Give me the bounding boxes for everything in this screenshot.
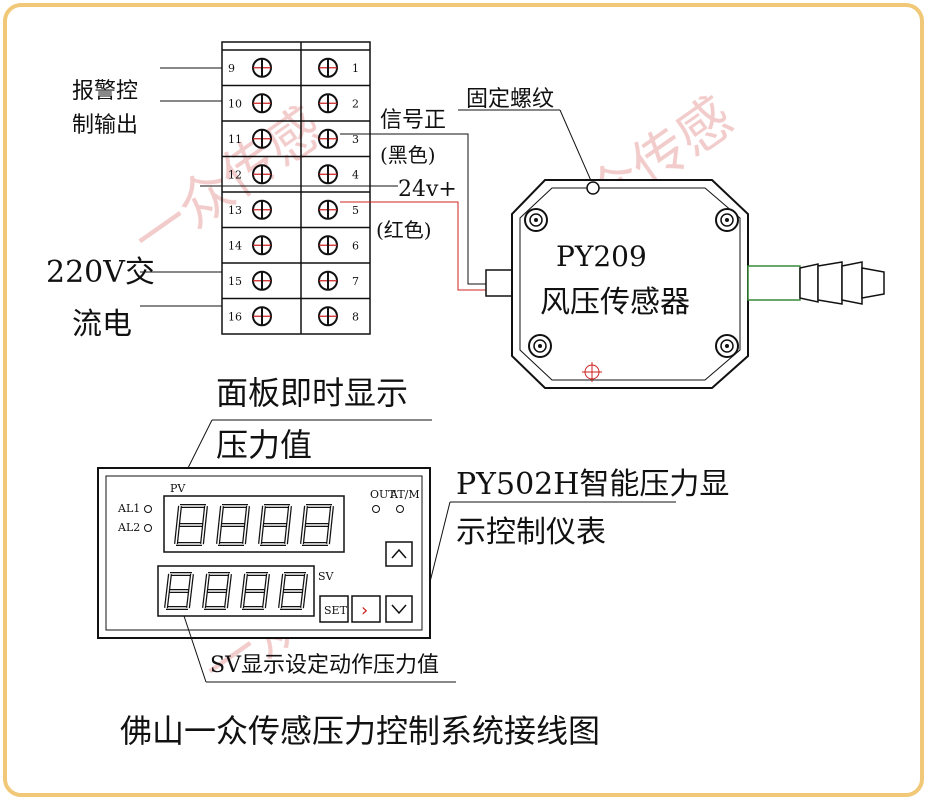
instrument-callout-leader: [427, 501, 676, 591]
terminal-number-left: 16: [228, 310, 242, 323]
set-button-label: SET: [324, 604, 348, 617]
alarm-output-label-line2: 制输出: [72, 113, 138, 138]
terminal-number-left: 14: [228, 239, 242, 252]
al2-led: [144, 524, 152, 532]
terminal-number-right: 1: [352, 62, 359, 75]
terminal-block: [221, 41, 371, 335]
signal-color-label: (黑色): [380, 143, 436, 167]
terminal-number-right: 6: [352, 239, 359, 252]
seven-segment-digit: [278, 572, 308, 610]
bolt-icon: [528, 334, 552, 358]
signal-wires: [200, 133, 486, 291]
bolt-icon: [715, 334, 739, 358]
ac-power-label-line2: 流电: [72, 307, 132, 342]
terminal-screw-icon: [318, 128, 338, 149]
down-button[interactable]: [385, 595, 413, 623]
alarm-wires: [160, 67, 222, 102]
out-led: [372, 505, 380, 513]
bolt-icon: [524, 208, 548, 232]
terminal-screw-icon: [318, 164, 338, 185]
fixing-screw-callout: 固定螺纹: [458, 87, 593, 184]
terminal-screw-icon: [252, 57, 272, 78]
signal-positive-label: 信号正: [380, 108, 446, 133]
shift-button[interactable]: ›: [351, 595, 381, 623]
atm-led: [396, 505, 404, 513]
terminal-screw-icon: [252, 164, 272, 185]
chevron-up-icon: [391, 548, 407, 559]
ac-wires: [140, 271, 222, 307]
out-label: OUT: [370, 488, 396, 501]
terminal-number-left: 10: [228, 97, 242, 110]
sv-label: SV: [318, 570, 335, 583]
pressure-sensor: [485, 179, 885, 389]
terminal-number-left: 9: [228, 62, 235, 75]
sensor-bolts: [524, 208, 739, 358]
al2-label: AL2: [117, 521, 140, 534]
sv-callout: SV显示设定动作压力值: [210, 653, 439, 678]
instrument-callout-line2: 示控制仪表: [456, 515, 606, 550]
al1-label: AL1: [117, 502, 140, 515]
diagram-caption: 佛山一众传感压力控制系统接线图: [120, 712, 600, 750]
bolt-icon: [715, 208, 739, 232]
chevron-down-icon: [391, 604, 407, 615]
seven-segment-digit: [202, 572, 232, 610]
outer-frame: [3, 3, 924, 797]
seven-segment-digit: [216, 504, 250, 546]
al1-led: [144, 505, 152, 513]
ac-power-label-line1: 220V交: [46, 255, 155, 290]
terminal-screw-icon: [318, 57, 338, 78]
seven-segment-digit: [240, 572, 270, 610]
chevron-right-icon: ›: [361, 600, 368, 621]
terminal-screw-icon: [252, 306, 272, 327]
instrument-callout-line1: PY502H智能压力显: [456, 467, 729, 502]
terminal-number-right: 3: [352, 133, 359, 146]
terminal-screw-icon: [252, 199, 272, 220]
panel-callout-line1: 面板即时显示: [216, 374, 408, 412]
pv-label: PV: [170, 482, 186, 495]
sv-digits: [164, 572, 308, 610]
terminal-number-right: 7: [352, 275, 359, 288]
terminal-number-right: 2: [352, 97, 359, 110]
supply-label: 24v+: [398, 177, 457, 202]
seven-segment-digit: [174, 504, 208, 546]
seven-segment-digit: [300, 504, 334, 546]
sensor-name: 风压传感器: [540, 285, 690, 320]
sv-callout-leader: [183, 615, 456, 683]
terminal-number-left: 13: [228, 204, 242, 217]
terminal-number-right: 4: [352, 168, 359, 181]
alarm-output-label-line1: 报警控: [72, 79, 138, 104]
pv-digits: [174, 504, 334, 546]
terminal-number-left: 11: [228, 133, 242, 146]
atm-label: AT/M: [389, 488, 420, 501]
terminal-screw-icon: [252, 270, 272, 291]
terminal-number-right: 5: [352, 204, 359, 217]
fixing-screw-label: 固定螺纹: [466, 87, 554, 112]
terminal-number-left: 15: [228, 275, 242, 288]
terminal-screw-icon: [252, 235, 272, 256]
seven-segment-digit: [258, 504, 292, 546]
terminal-screw-icon: [318, 306, 338, 327]
terminal-screw-icon: [318, 93, 338, 114]
set-button[interactable]: SET: [319, 595, 349, 623]
terminal-screw-icon: [318, 235, 338, 256]
panel-callout-line2: 压力值: [216, 426, 312, 464]
terminal-screw-icon: [252, 93, 272, 114]
sensor-model: PY209: [556, 240, 647, 273]
up-button[interactable]: [385, 541, 413, 567]
supply-color-label: (红色): [376, 218, 432, 242]
terminal-screw-icon: [252, 128, 272, 149]
terminal-screw-icon: [318, 199, 338, 220]
seven-segment-digit: [164, 572, 194, 610]
terminal-number-right: 8: [352, 310, 359, 323]
terminal-screw-icon: [318, 270, 338, 291]
terminal-number-left: 12: [228, 168, 242, 181]
terminal-rows: 9 1 10 2 11 3 12 4 13 5 14 6 15 7 16 8: [222, 57, 370, 327]
